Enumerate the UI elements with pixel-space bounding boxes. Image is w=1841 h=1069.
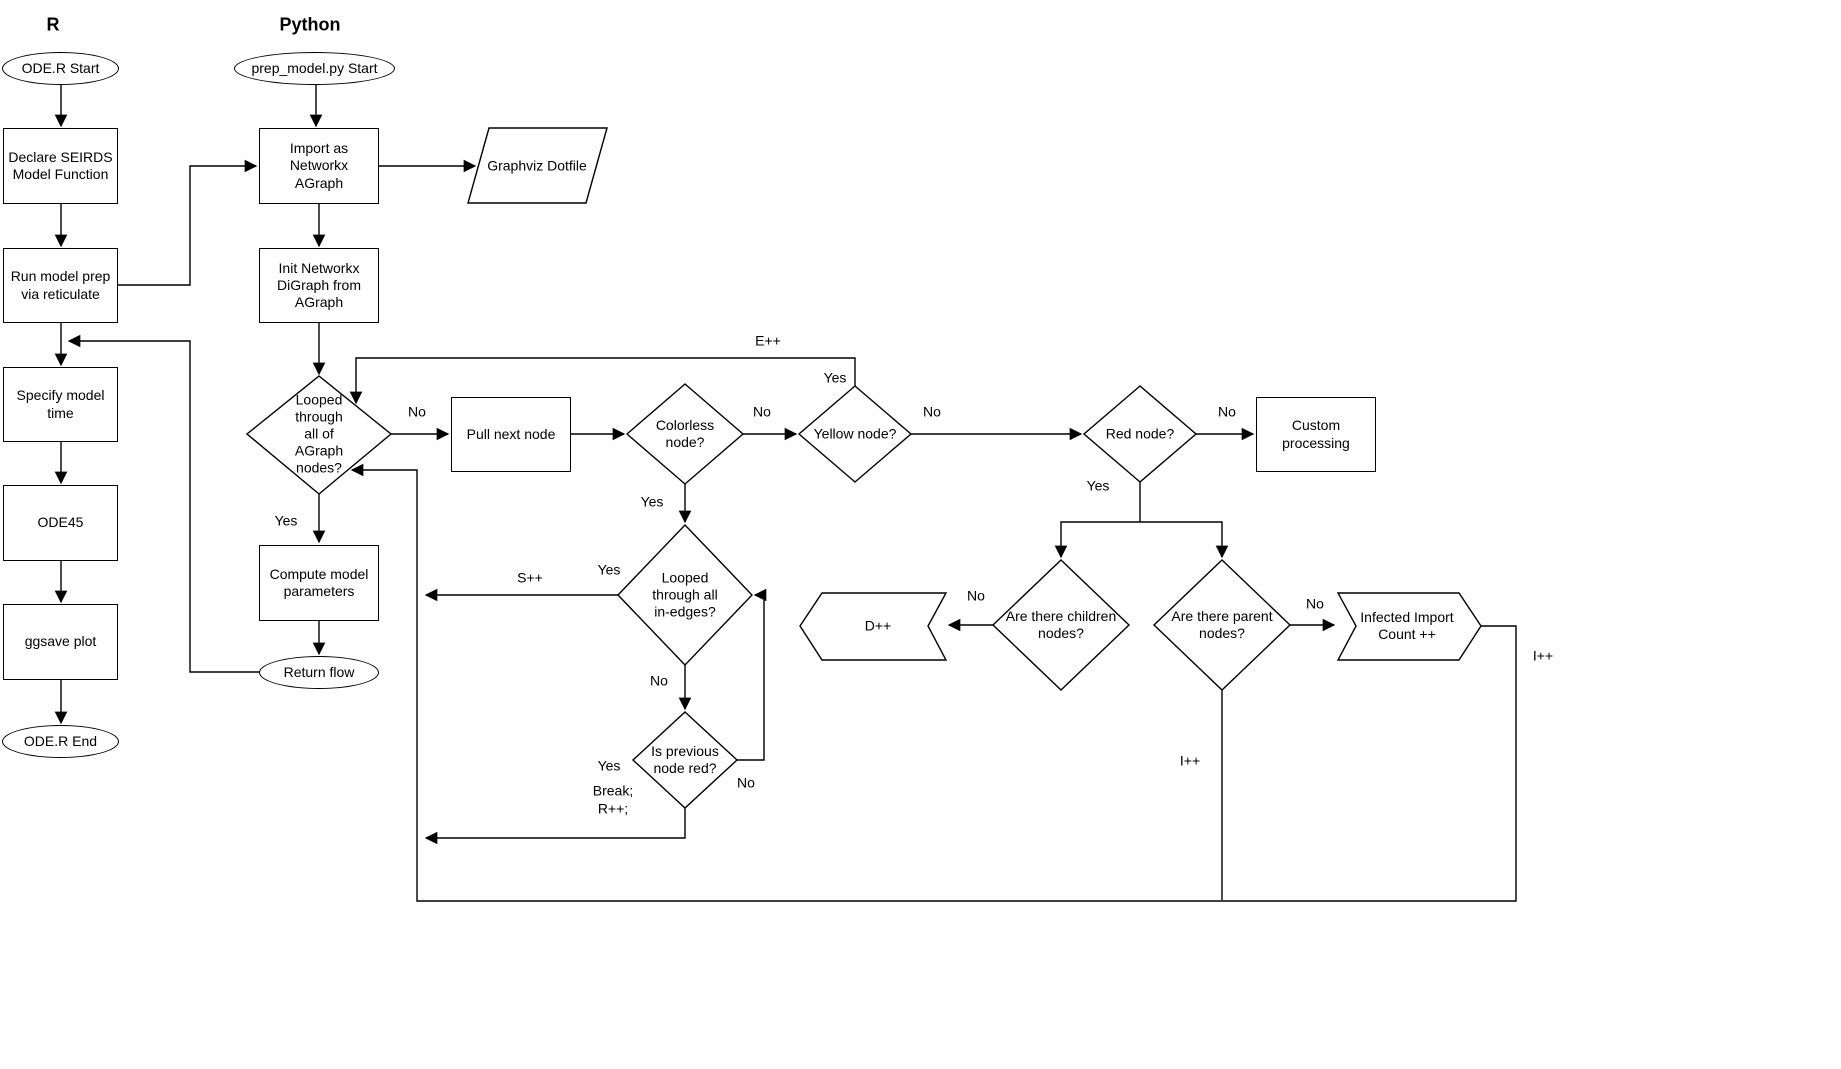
node-ode45: ODE45 (3, 485, 118, 561)
edge-label-s-increment: S++ (517, 569, 543, 586)
node-prev-red: Is previous node red? (651, 742, 719, 776)
shape-diamond-children (991, 559, 1131, 691)
edge-label-return-i-increment: I++ (1532, 647, 1554, 664)
node-infected-import: Infected Import Count ++ (1360, 608, 1454, 642)
node-looped-agraph: Looped through all of AGraph nodes? (294, 391, 344, 476)
edge-label-inedges-yes: Yes (597, 561, 621, 578)
edge-red-children-yes (1054, 521, 1140, 559)
column-header-python: Python (279, 14, 341, 35)
edge-prevred-break-yes (424, 808, 686, 845)
edge-label-red-no: No (1218, 403, 1236, 420)
edge-yellow-eplusplus-loop (349, 357, 856, 405)
edge-label-looped-no: No (408, 403, 426, 420)
node-yellow: Yellow node? (813, 425, 897, 442)
edge-label-children-no: No (967, 587, 985, 604)
node-looped-inedges: Looped through all in-edges? (652, 569, 718, 620)
node-specify-time: Specify model time (3, 367, 118, 442)
edge-label-inedges-no: No (650, 672, 668, 689)
edge-label-red-yes: Yes (1086, 477, 1110, 494)
edge-label-prevred-yes: Yes (597, 757, 621, 774)
column-header-r: R (46, 14, 60, 35)
shape-graphviz-parallelogram (467, 127, 608, 204)
node-colorless: Colorless node? (655, 416, 715, 450)
shape-diamond-yellow (797, 385, 913, 483)
edge-label-parent-no: No (1306, 595, 1324, 612)
edge-prevred-inedges-no-loop (737, 588, 767, 761)
node-prep-model-start: prep_model.py Start (234, 52, 395, 85)
edge-label-yellow-yes: Yes (823, 369, 847, 386)
edge-infected-return-loop (350, 463, 1517, 902)
shape-banner-infected-import (1336, 592, 1482, 661)
node-return-flow: Return flow (259, 656, 379, 689)
node-custom-processing: Custom processing (1256, 397, 1376, 472)
edge-label-looped-yes: Yes (274, 512, 298, 529)
edge-label-colorless-yes: Yes (640, 493, 664, 510)
node-run-model-prep: Run model prep via reticulate (3, 248, 118, 323)
edge-label-yellow-no: No (923, 403, 941, 420)
node-children: Are there children nodes? (1005, 607, 1117, 641)
node-ode-r-start: ODE.R Start (2, 52, 119, 85)
node-parent: Are there parent nodes? (1171, 607, 1273, 641)
node-import-agraph: Import as Networkx AGraph (259, 128, 379, 204)
node-compute-params: Compute model parameters (259, 545, 379, 621)
edge-label-e-increment: E++ (755, 332, 781, 349)
edge-label-prevred-break: Break; R++; (592, 782, 634, 817)
edge-returnflow-specify (67, 334, 259, 673)
edge-red-parent-yes (1140, 521, 1229, 559)
node-d-increment: D++ (864, 617, 892, 634)
node-ode-r-end: ODE.R End (2, 725, 119, 758)
node-ggsave-plot: ggsave plot (3, 604, 118, 680)
edge-label-parent-i-increment: I++ (1179, 752, 1201, 769)
node-red: Red node? (1105, 425, 1175, 442)
node-init-digraph: Init Networkx DiGraph from AGraph (259, 248, 379, 323)
node-declare-seirds: Declare SEIRDS Model Function (3, 128, 118, 204)
edge-label-prevred-no: No (737, 774, 755, 791)
edge-runprep-import (117, 159, 258, 286)
node-graphviz-dotfile: Graphviz Dotfile (487, 157, 587, 174)
node-pull-next-node: Pull next node (451, 397, 571, 472)
edge-label-colorless-no: No (753, 403, 771, 420)
shape-banner-d-increment (799, 592, 948, 661)
